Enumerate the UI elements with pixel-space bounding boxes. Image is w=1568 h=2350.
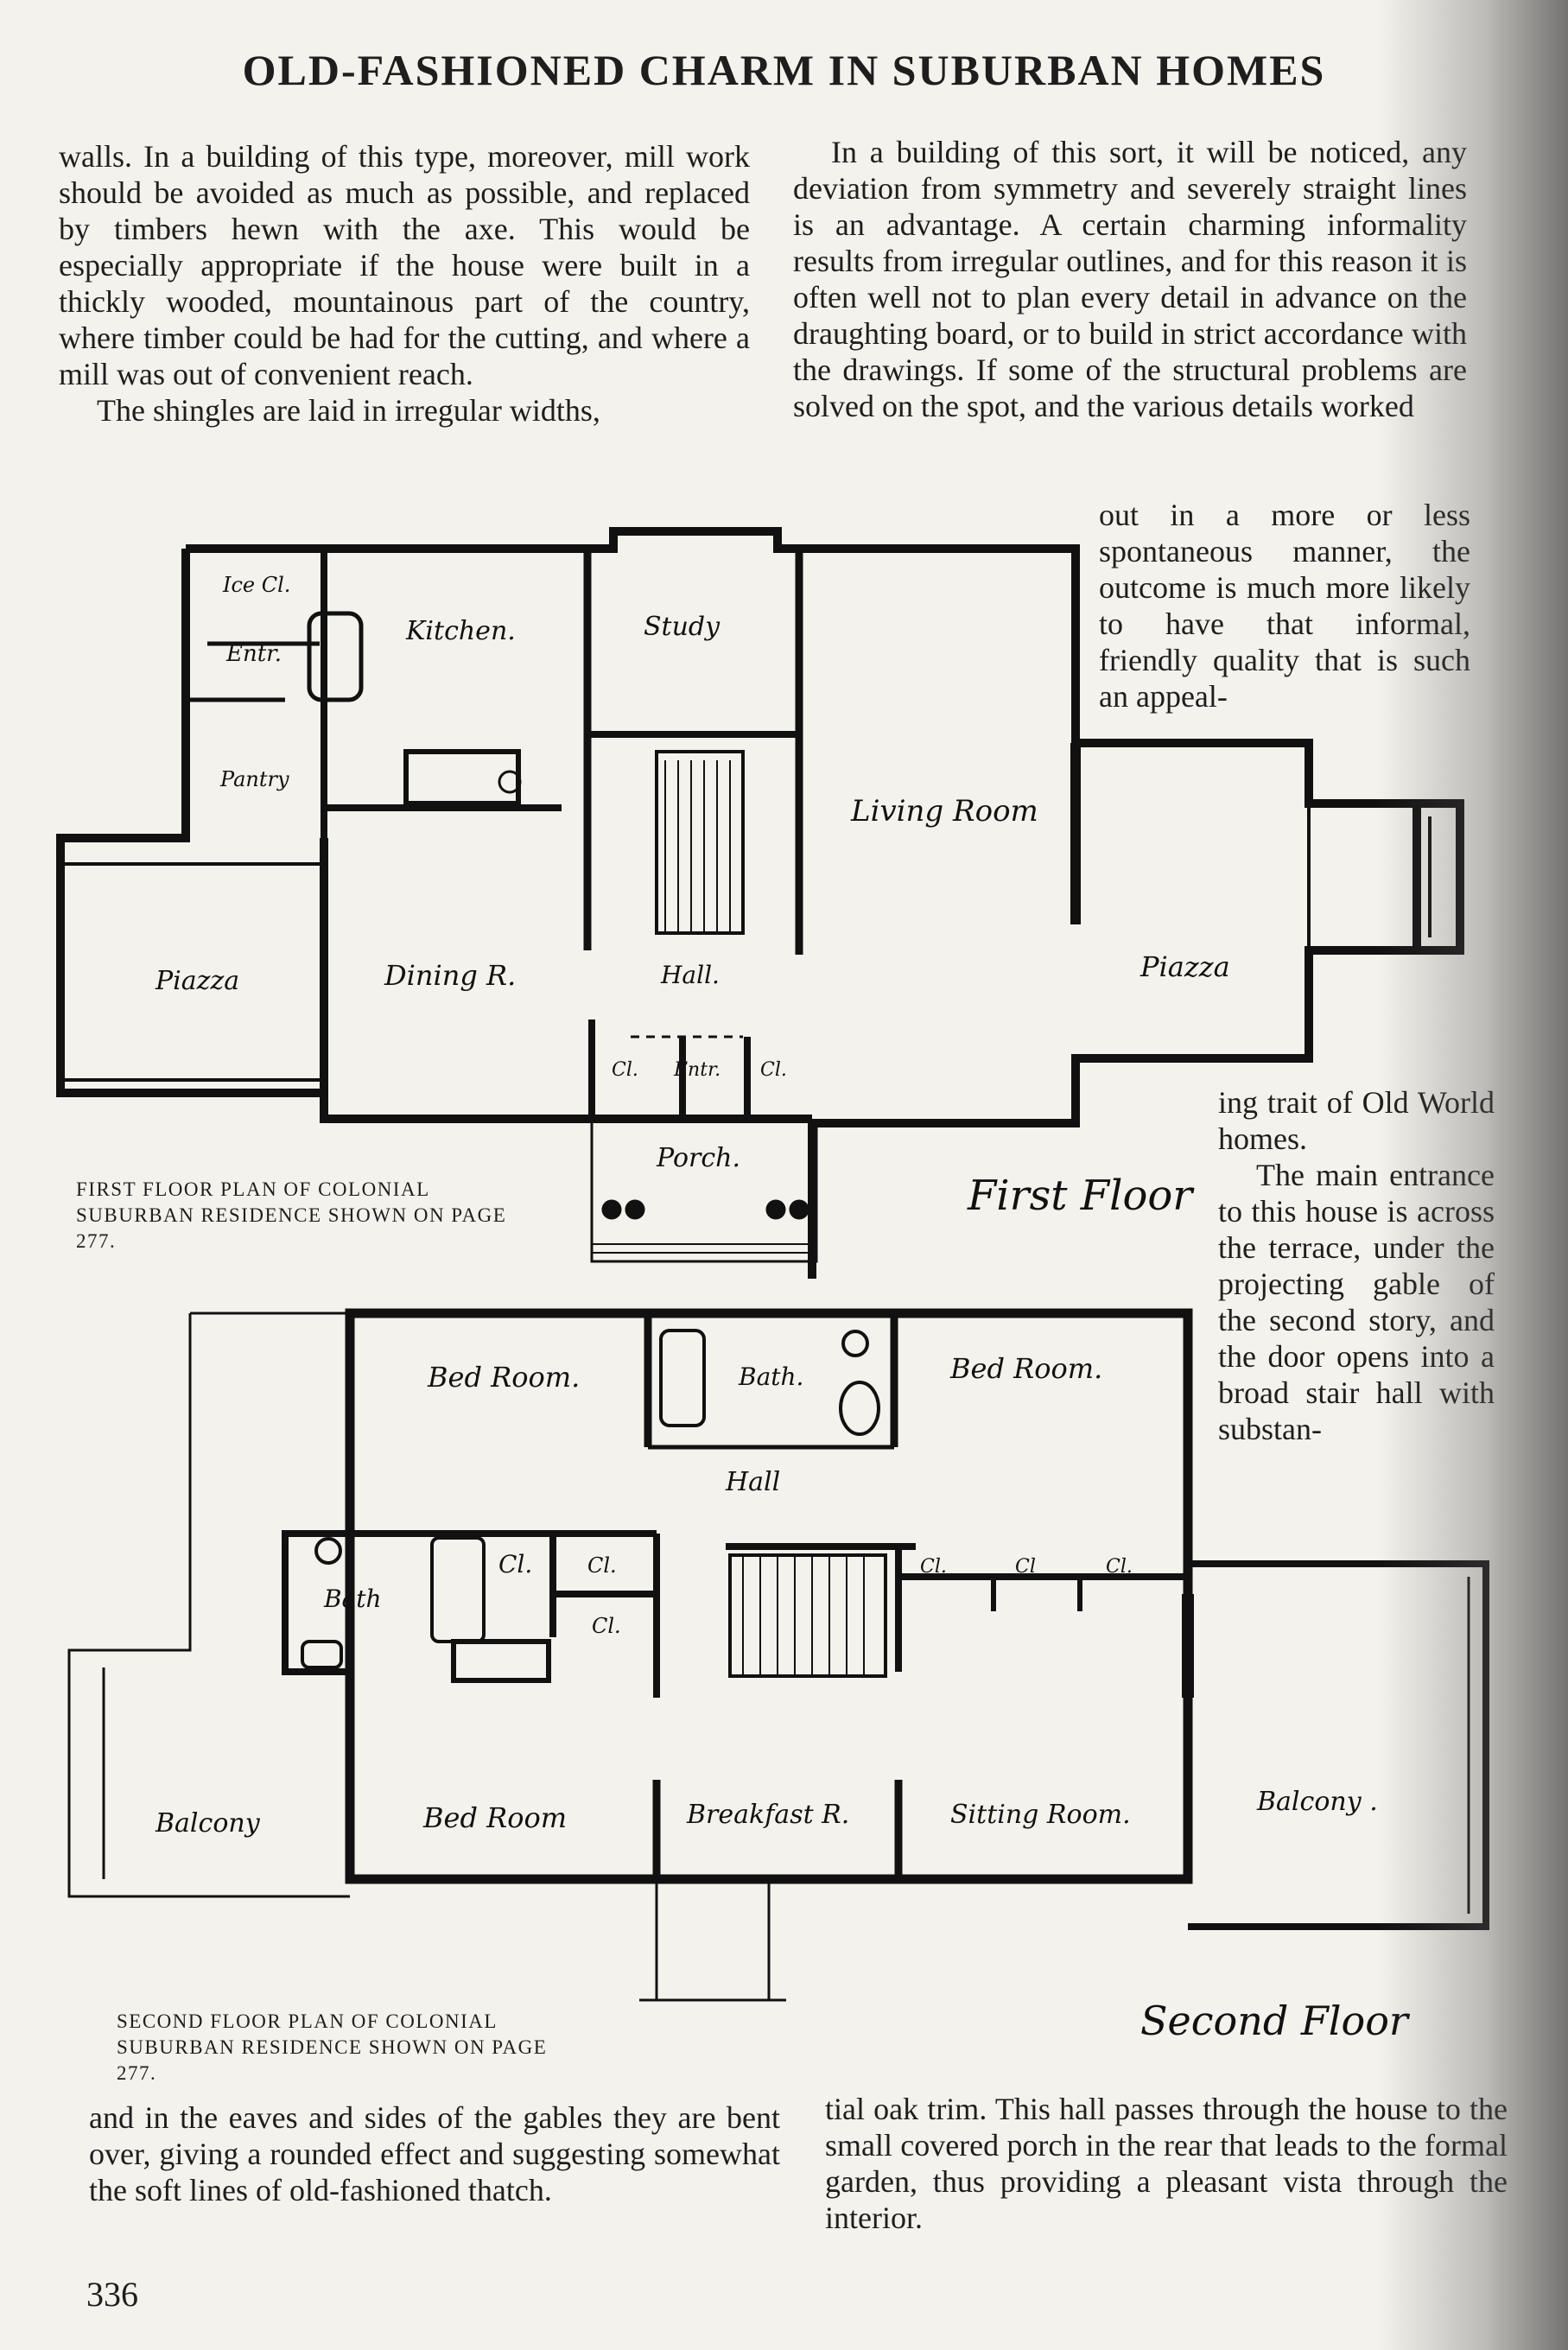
room-piazza-left: Piazza — [155, 966, 239, 996]
second-floor-caption: SECOND FLOOR PLAN OF COLONIAL SUBURBAN R… — [117, 2010, 548, 2084]
room-entry: Entr. — [225, 641, 282, 667]
room-piazza-right: Piazza — [1139, 950, 1230, 983]
first-floor-caption: FIRST FLOOR PLAN OF COLONIAL SUBURBAN RE… — [76, 1178, 507, 1252]
text-col2-bottom: tial oak trim. This hall passes through … — [825, 2091, 1508, 2236]
text-col1-top: walls. In a building of this type, moreo… — [59, 138, 750, 429]
second-floor-label: Second Floor — [1140, 1998, 1411, 2044]
room-ice-closet: Ice Cl. — [222, 573, 290, 597]
room-closet-left: Cl. — [612, 1059, 638, 1081]
room-closet-5: Cl — [1015, 1556, 1036, 1578]
room-porch: Porch. — [656, 1143, 740, 1173]
room-breakfast: Breakfast R. — [686, 1800, 849, 1830]
paragraph: and in the eaves and sides of the gables… — [89, 2100, 780, 2207]
room-closet-2: Cl. — [587, 1553, 617, 1578]
room-closet-1: Cl. — [498, 1550, 532, 1578]
paragraph: In a building of this sort, it will be n… — [793, 135, 1467, 423]
room-sitting: Sitting Room. — [950, 1800, 1131, 1830]
room-closet-right: Cl. — [760, 1059, 787, 1081]
room-closet-3: Cl. — [592, 1614, 621, 1638]
room-study: Study — [644, 612, 721, 642]
room-bath-1: Bath. — [738, 1362, 803, 1391]
room-hall: Hall. — [660, 961, 720, 989]
first-floor-plan: Ice Cl. Entr. Kitchen. Study Pantry Livi… — [56, 527, 1464, 1279]
paragraph: walls. In a building of this type, moreo… — [59, 139, 750, 391]
second-floor-plan: Bed Room. Bath. Bed Room. Hall Bath Cl. … — [67, 1308, 1489, 2044]
room-pantry: Pantry — [219, 767, 289, 791]
text-col1-bottom: and in the eaves and sides of the gables… — [89, 2099, 780, 2208]
room-balcony-right: Balcony . — [1256, 1787, 1378, 1817]
room-entry-front: Entr. — [673, 1059, 721, 1081]
room-dining: Dining R. — [384, 959, 516, 992]
room-living: Living Room — [850, 794, 1038, 829]
room-kitchen: Kitchen. — [405, 616, 516, 646]
room-closet-4: Cl. — [920, 1556, 947, 1578]
paragraph: The shingles are laid in irregular width… — [97, 393, 600, 428]
page-number: 336 — [86, 2275, 138, 2314]
room-closet-6: Cl. — [1106, 1556, 1133, 1578]
room-hall: Hall — [725, 1467, 780, 1497]
room-balcony-left: Balcony — [155, 1808, 261, 1839]
page-title: OLD-FASHIONED CHARM IN SUBURBAN HOMES — [242, 46, 1326, 94]
room-bedroom-1: Bed Room. — [427, 1361, 580, 1394]
room-bedroom-3: Bed Room — [422, 1801, 567, 1834]
room-bath-2: Bath — [323, 1585, 382, 1613]
room-bedroom-2: Bed Room. — [949, 1352, 1102, 1385]
text-col2-top: In a building of this sort, it will be n… — [793, 134, 1467, 424]
first-floor-label: First Floor — [967, 1172, 1195, 1220]
paragraph: tial oak trim. This hall passes through … — [825, 2092, 1508, 2235]
